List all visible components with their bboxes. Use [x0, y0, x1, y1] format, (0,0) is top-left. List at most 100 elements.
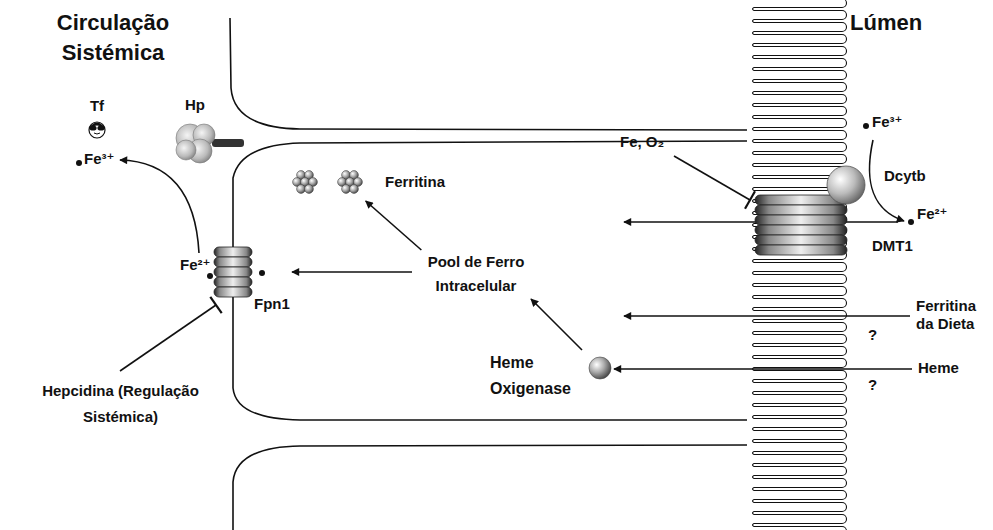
- lower-cell-membrane: [233, 445, 747, 530]
- node-label: Tf: [82, 97, 112, 115]
- hephaestin-blob: [176, 124, 215, 163]
- oxidation-arrow: [120, 160, 199, 253]
- regulator-label: Hepcidina (Regulação Sistémica): [8, 378, 233, 430]
- ferritin-subunit: [297, 185, 306, 194]
- dmt1-uptake-arrow: [624, 221, 898, 223]
- hepcidin-inhibition-bar: [210, 297, 221, 313]
- compartment-label: Circulação Sistémica: [48, 8, 178, 68]
- transporter-layer: [214, 257, 252, 267]
- hephaestin-node: Hp: [172, 96, 247, 170]
- ferritin-subunit: [309, 178, 318, 187]
- transporter-layer: [214, 277, 252, 287]
- arrow-connector: [366, 201, 422, 250]
- transferrin-glass: [97, 125, 104, 130]
- ferritin-subunit: [346, 178, 355, 187]
- dcytb-node: Dcytb: [825, 164, 930, 208]
- question-mark: ?: [868, 326, 877, 344]
- arrow-connector: [531, 299, 582, 350]
- dmt1-barrel: [755, 195, 847, 255]
- ferritin-node-shape: [290, 165, 455, 201]
- node-label: Pool de Ferro Intracelular: [412, 250, 540, 298]
- dmt1-transporter-shape: [755, 193, 920, 259]
- dcytb-node-shape: [825, 164, 930, 208]
- heme-oxygenase: Heme Oxigenase: [490, 350, 616, 403]
- ferritin-subunit: [342, 171, 351, 180]
- ferritin-subunit: [305, 185, 314, 194]
- transporter-layer: [214, 267, 252, 277]
- ferritin-subunit: [305, 171, 314, 180]
- ferritin-subunit: [354, 178, 363, 187]
- upper-cell-membrane: [230, 18, 747, 130]
- ferritin-cluster: [293, 171, 318, 194]
- hephaestin-lobe: [188, 139, 212, 163]
- ion-label: Fe³⁺: [872, 113, 902, 131]
- dcytb-enzyme: [827, 166, 865, 204]
- ferritin-uptake-arrow: [624, 315, 910, 317]
- arrow-connector: [292, 271, 412, 273]
- ferritin-subunit: [338, 178, 347, 187]
- transporter-layer: [755, 225, 847, 235]
- hephaestin-lobe: [176, 124, 204, 152]
- ferritin-cluster: [338, 171, 363, 194]
- ferritin-subunit: [297, 171, 306, 180]
- heme-uptake-arrow: [614, 368, 912, 370]
- microvilli: [748, 0, 852, 530]
- hephaestin-node-shape: [172, 96, 247, 170]
- node-label: DMT1: [872, 237, 913, 255]
- ferritin-subunit: [350, 185, 359, 194]
- transporter-layer: [214, 247, 252, 257]
- ferritin-subunit: [301, 178, 310, 187]
- ion-label: Fe²⁺: [917, 205, 947, 223]
- ion-label: Fe²⁺: [180, 256, 210, 274]
- transporter-layer: [755, 205, 847, 215]
- node-label: Dcytb: [884, 167, 926, 185]
- iron-pool: Pool de Ferro Intracelular: [412, 250, 542, 299]
- transporter-layer: [755, 195, 847, 205]
- iron-dot: [76, 160, 82, 166]
- node-label: Heme Oxigenase: [490, 350, 585, 402]
- transporter-layer: [755, 235, 847, 245]
- iron-dot: [908, 219, 914, 225]
- iron-dot: [207, 273, 213, 279]
- hepcidin-inhibition-line: [120, 305, 216, 371]
- transferrin-glass: [89, 125, 96, 130]
- hephaestin-anchor: [212, 139, 244, 147]
- transferrin-cap: [89, 123, 105, 129]
- fpn1-barrel: [214, 247, 252, 297]
- hephaestin-lobe: [193, 124, 215, 146]
- inhibitor-label: Fe, O₂: [620, 133, 664, 151]
- hephaestin-lobe: [176, 140, 196, 160]
- ferritin-subunit: [293, 178, 302, 187]
- ferritin-subunit: [350, 171, 359, 180]
- iron-dot: [863, 123, 869, 129]
- compartment-label: Lúmen: [850, 10, 922, 36]
- transferrin-node-shape: [82, 97, 114, 141]
- transferrin-node: Tf: [82, 97, 114, 141]
- ferroportin-transporter-shape: [212, 245, 292, 315]
- transporter-layer: [755, 215, 847, 225]
- substrate-label: Heme: [918, 359, 959, 377]
- node-label: Hp: [185, 96, 205, 114]
- transferrin-head: [89, 122, 105, 138]
- node-label: Ferritina: [385, 173, 445, 191]
- inhibition-line: [674, 156, 750, 200]
- substrate-label: Ferritina da Dieta: [916, 297, 988, 333]
- transporter-layer: [214, 287, 252, 297]
- node-label: Fpn1: [254, 295, 290, 313]
- ferritin-subunit: [342, 185, 351, 194]
- heme-oxygenase-shape: [490, 350, 616, 403]
- iron-dot: [259, 270, 265, 276]
- transferrin-mouth: [94, 133, 100, 134]
- ferroportin-transporter: Fpn1: [212, 245, 292, 315]
- ferritin-node: Ferritina: [290, 165, 455, 201]
- dmt1-transporter: DMT1: [755, 193, 920, 259]
- heme-oxygenase-sphere: [589, 357, 611, 379]
- enterocyte-membrane: [233, 141, 747, 420]
- transporter-layer: [755, 245, 847, 255]
- reduction-arrow: [869, 140, 904, 221]
- ion-label: Fe³⁺: [84, 150, 114, 168]
- inhibition-bar: [745, 191, 755, 208]
- question-mark: ?: [868, 376, 877, 394]
